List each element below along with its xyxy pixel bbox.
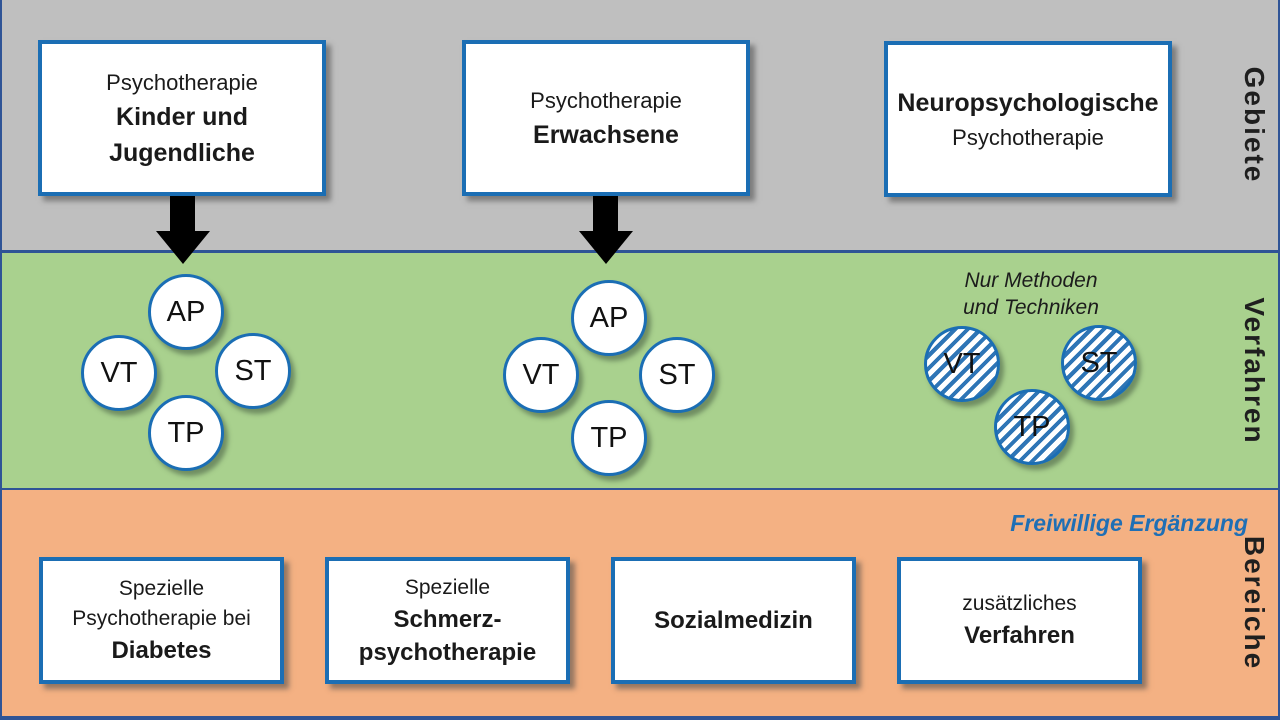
box-spezielle-schmerzpsychotherapie: Spezielle Schmerz- psychotherapie <box>325 557 570 684</box>
box-neuropsychologische-psychotherapie: Neuropsychologische Psychotherapie <box>884 41 1172 197</box>
circle-tp: TP <box>571 400 647 476</box>
circle-vt: VT <box>81 335 157 411</box>
box-psychotherapie-erwachsene: Psychotherapie Erwachsene <box>462 40 750 196</box>
arrow-shaft <box>593 196 618 232</box>
box-line: zusätzliches <box>962 592 1077 615</box>
box-line: Neuropsychologische <box>897 88 1159 117</box>
circle-vt-hatched: VT <box>924 326 1000 402</box>
methods-note: Nur Methoden und Techniken <box>931 267 1131 321</box>
box-line: Sozialmedizin <box>654 607 813 634</box>
box-line: psychotherapie <box>358 638 537 666</box>
box-line: Spezielle <box>404 575 491 599</box>
arrow-head <box>156 231 210 264</box>
box-line: Psychotherapie <box>106 69 258 95</box>
box-line: Kinder und <box>116 102 248 131</box>
circle-st-hatched: ST <box>1061 325 1137 401</box>
circle-st: ST <box>639 337 715 413</box>
band-label-bereiche: Bereiche <box>1239 535 1270 671</box>
methods-note-line: und Techniken <box>963 296 1099 319</box>
box-line: Diabetes <box>111 637 212 664</box>
circle-vt: VT <box>503 337 579 413</box>
circle-ap: AP <box>571 280 647 356</box>
box-line: Psychotherapie <box>530 87 682 113</box>
box-psychotherapie-kinder-jugendliche: Psychotherapie Kinder und Jugendliche <box>38 40 326 196</box>
circle-st: ST <box>215 333 291 409</box>
box-line: Verfahren <box>964 622 1075 649</box>
down-arrow-icon <box>156 196 210 264</box>
box-line: Spezielle <box>118 577 205 600</box>
arrow-shaft <box>170 196 195 232</box>
circle-tp-hatched: TP <box>994 389 1070 465</box>
arrow-head <box>579 231 633 264</box>
box-line: Erwachsene <box>533 120 679 149</box>
box-line: Schmerz- <box>393 605 502 633</box>
band-label-gebiete: Gebiete <box>1239 66 1270 184</box>
box-line: Jugendliche <box>109 138 255 167</box>
down-arrow-icon <box>579 196 633 264</box>
box-sozialmedizin: Sozialmedizin <box>611 557 856 684</box>
voluntary-note: Freiwillige Ergänzung <box>1010 510 1248 536</box>
box-zusaetzliches-verfahren: zusätzliches Verfahren <box>897 557 1142 684</box>
circle-ap: AP <box>148 274 224 350</box>
box-line: Psychotherapie bei <box>72 607 251 630</box>
band-label-verfahren: Verfahren <box>1239 296 1270 445</box>
box-spezielle-psychotherapie-diabetes: Spezielle Psychotherapie bei Diabetes <box>39 557 284 684</box>
methods-note-line: Nur Methoden <box>964 269 1098 292</box>
box-line: Psychotherapie <box>952 124 1104 150</box>
circle-tp: TP <box>148 395 224 471</box>
